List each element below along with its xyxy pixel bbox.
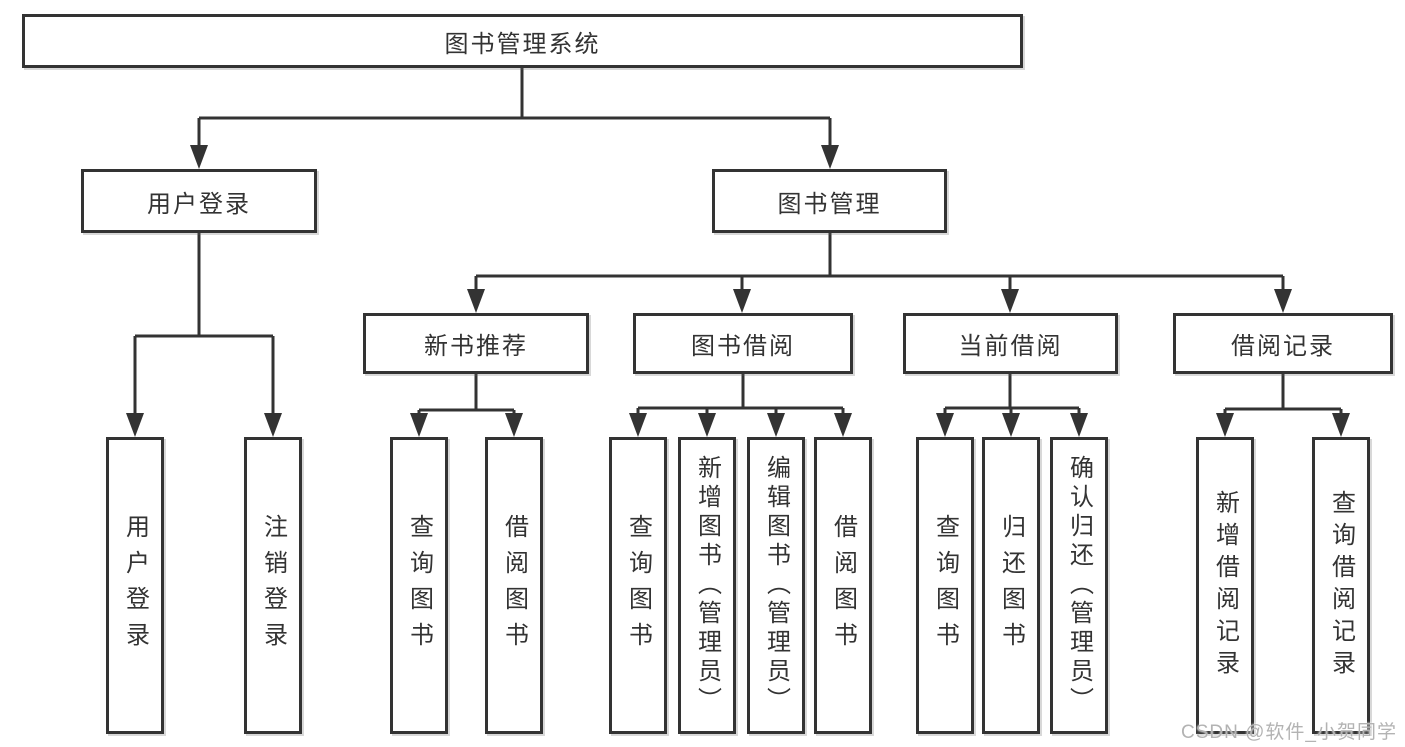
leaf-query-borrow-record: 查询借阅记录 [1312, 437, 1370, 734]
node-library-management-system: 图书管理系统 [22, 14, 1023, 68]
arrowhead-icon [1001, 289, 1019, 313]
node-label: 图书管理 [777, 190, 882, 218]
node-label: 新书推荐 [424, 333, 528, 360]
leaf-query-books-borrowing: 查询图书 [609, 437, 667, 734]
leaf-borrow-books-recommend: 借阅图书 [485, 437, 543, 734]
connector-new-book-to-leaves [417, 374, 516, 413]
connector-book-borrowing-to-leaves [636, 374, 845, 413]
arrowhead-icon [821, 145, 839, 169]
arrowhead-icon [126, 413, 144, 437]
arrowhead-icon [834, 413, 852, 437]
arrowhead-icon [698, 413, 716, 437]
arrowhead-icon [629, 413, 647, 437]
arrowhead-icon [733, 289, 751, 313]
arrowhead-icon [936, 413, 954, 437]
node-user-login: 用户登录 [81, 169, 317, 233]
arrowhead-icon [505, 413, 523, 437]
node-label: 图书管理系统 [444, 30, 601, 58]
node-new-book-recommendation: 新书推荐 [363, 313, 589, 374]
leaf-borrow-books: 借阅图书 [814, 437, 872, 734]
leaf-query-books-recommend: 查询图书 [390, 437, 448, 734]
leaf-add-books-admin: 新增图书（管理员） [678, 437, 736, 734]
leaf-return-books: 归还图书 [982, 437, 1040, 734]
node-label: 借阅记录 [1231, 333, 1335, 360]
arrowhead-icon [767, 413, 785, 437]
leaf-edit-books-admin: 编辑图书（管理员） [747, 437, 805, 734]
arrowhead-icon [1070, 413, 1088, 437]
leaf-add-borrow-record: 新增借阅记录 [1196, 437, 1254, 734]
leaf-query-books-current: 查询图书 [916, 437, 974, 734]
watermark: CSDN @软件_小贺同学 [1181, 722, 1397, 743]
arrowhead-icon [190, 145, 208, 169]
arrowhead-icon [410, 413, 428, 437]
arrowhead-icon [467, 289, 485, 313]
arrowhead-icon [1216, 413, 1234, 437]
leaf-confirm-return-admin: 确认归还（管理员） [1050, 437, 1108, 734]
arrowhead-icon [1332, 413, 1350, 437]
arrowhead-icon [1002, 413, 1020, 437]
connector-borrowing-records-to-leaves [1223, 374, 1343, 413]
leaf-logout: 注销登录 [244, 437, 302, 734]
arrowhead-icon [264, 413, 282, 437]
connector-root-to-level2 [197, 68, 832, 145]
connector-user-login-to-leaves [133, 233, 275, 413]
node-label: 图书借阅 [691, 333, 795, 360]
node-borrowing-records: 借阅记录 [1173, 313, 1393, 374]
node-book-management: 图书管理 [712, 169, 947, 233]
connector-current-borrowing-to-leaves [943, 374, 1081, 413]
node-label: 当前借阅 [958, 333, 1063, 360]
arrowhead-icon [1274, 289, 1292, 313]
node-book-borrowing: 图书借阅 [633, 313, 853, 374]
node-current-borrowing: 当前借阅 [903, 313, 1118, 374]
node-label: 用户登录 [147, 190, 251, 218]
connector-book-management-to-level3 [474, 233, 1285, 289]
leaf-user-login: 用户登录 [106, 437, 164, 734]
